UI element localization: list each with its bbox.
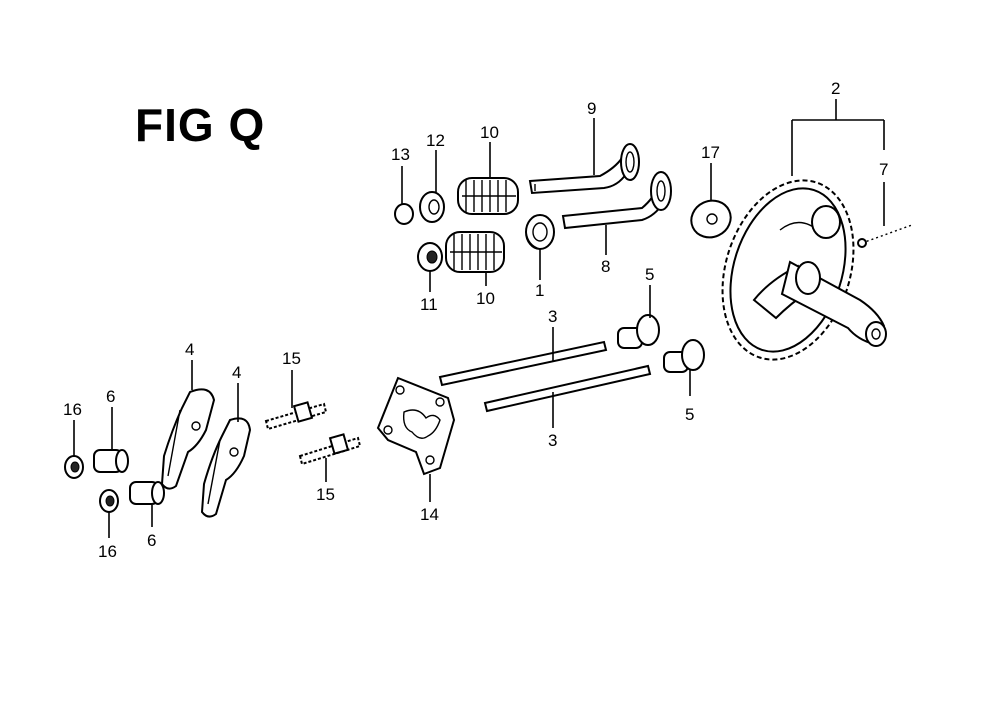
rocker-stud-lower (298, 433, 362, 466)
callout-9: 9 (587, 99, 596, 118)
callout-6-upper: 6 (106, 387, 115, 406)
callout-2: 2 (831, 79, 840, 98)
valve-lifter-lower (663, 339, 705, 373)
callout-12: 12 (426, 131, 445, 150)
callout-7: 7 (879, 160, 888, 179)
spring-retainer-11 (417, 242, 443, 272)
callout-15-upper: 15 (282, 349, 301, 368)
callout-4-left: 4 (185, 340, 194, 359)
valve-collet-13 (394, 203, 414, 225)
intake-valve-part (528, 143, 640, 195)
figure-title: FIG Q (135, 99, 266, 151)
pushrod-lower (483, 364, 652, 413)
thrust-washer-17 (690, 199, 732, 239)
valve-lifter-upper (617, 314, 660, 349)
rocker-pivot-lower (129, 481, 165, 505)
callout-16-lower: 16 (98, 542, 117, 561)
valve-spring-upper (457, 177, 519, 215)
callout-10-upper: 10 (480, 123, 499, 142)
callout-3-lower: 3 (548, 431, 557, 450)
pushrod-guide-plate-14 (376, 376, 456, 476)
camshaft-gear-assembly (721, 179, 887, 361)
callout-1: 1 (535, 281, 544, 300)
callout-5-lower: 5 (685, 405, 694, 424)
callout-11: 11 (420, 295, 438, 314)
valve-spring-lower (445, 231, 505, 273)
callout-13: 13 (391, 145, 410, 164)
callout-6-lower: 6 (147, 531, 156, 550)
decompressor-spring-7 (857, 224, 913, 248)
callout-4-right: 4 (232, 363, 241, 382)
callout-16-upper: 16 (63, 400, 82, 419)
pivot-nut-lower (99, 489, 119, 513)
rocker-arm-left (160, 388, 216, 490)
rocker-arm-right (200, 417, 252, 518)
pushrod-upper (438, 340, 608, 387)
spring-retainer-12 (419, 191, 445, 223)
rocker-stud-upper (264, 401, 328, 431)
pivot-nut-upper (64, 455, 84, 479)
callout-14: 14 (420, 505, 439, 524)
rocker-pivot-upper (93, 449, 129, 473)
callout-15-lower: 15 (316, 485, 335, 504)
valve-stem-seal-1 (525, 214, 555, 250)
callout-labels: 9 8 10 10 12 11 13 1 17 2 7 3 3 5 5 14 1… (63, 79, 888, 561)
callout-5-upper: 5 (645, 265, 654, 284)
callout-17: 17 (701, 143, 720, 162)
exhaust-valve-part (561, 171, 672, 230)
leader-lines (73, 99, 885, 538)
callout-10-lower: 10 (476, 289, 495, 308)
callout-8: 8 (601, 257, 610, 276)
callout-3-upper: 3 (548, 307, 557, 326)
